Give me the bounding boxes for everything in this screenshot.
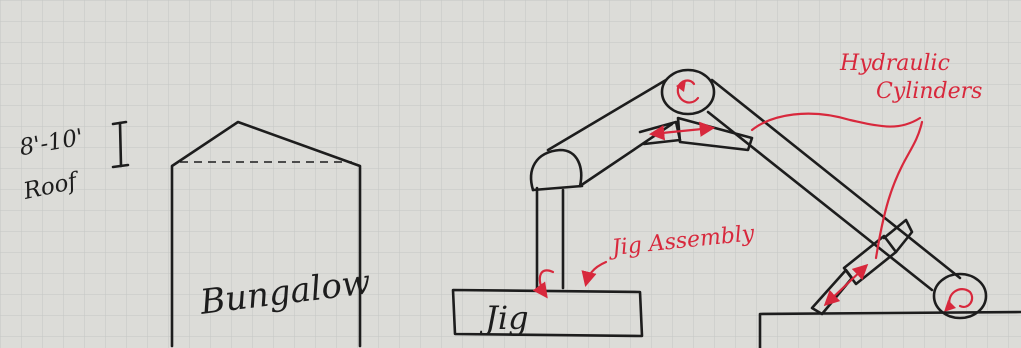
jig-label: Jig xyxy=(479,299,529,337)
hydraulic-label-line2: Cylinders xyxy=(876,79,982,104)
hydraulic-label-line1: Hydraulic xyxy=(839,51,950,76)
